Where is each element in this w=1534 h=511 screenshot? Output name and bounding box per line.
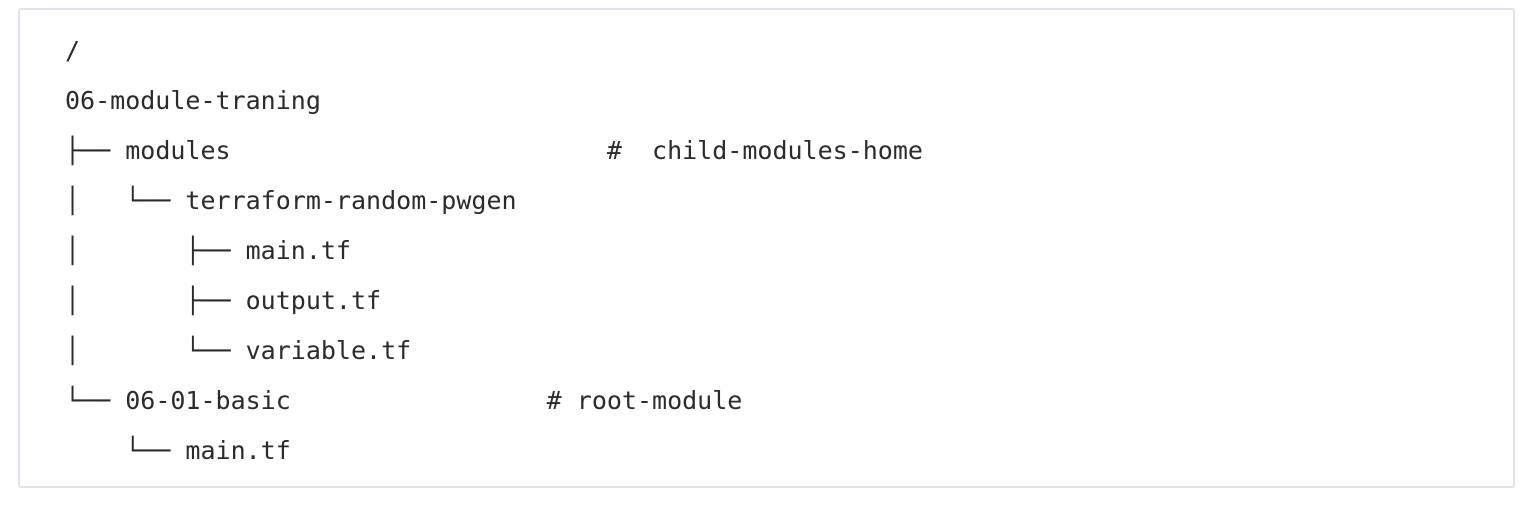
- directory-tree-panel: / 06-module-traning ├── modules # child-mo…: [18, 8, 1515, 488]
- tree-node-label: 06-01-basic: [125, 386, 291, 415]
- tree-branch-glyph-icon: └──: [65, 386, 126, 415]
- tree-node-label: main.tf: [245, 236, 351, 265]
- tree-row: │ ├── output.tf: [65, 276, 1513, 326]
- tree-branch-glyph-icon: ├──: [65, 136, 126, 165]
- tree-node-label: variable.tf: [245, 336, 412, 365]
- tree-branch-glyph-icon: │ ├──: [65, 286, 246, 315]
- tree-row-comment: # root-module: [546, 386, 743, 415]
- tree-node-label: main.tf: [185, 436, 291, 465]
- tree-row: │ └── terraform-random-pwgen: [65, 176, 1513, 226]
- tree-branch-glyph-icon: │ └──: [65, 186, 186, 215]
- tree-branch-glyph-icon: │ ├──: [65, 236, 246, 265]
- tree-row: 06-module-traning: [65, 76, 1513, 126]
- tree-node-label: /: [65, 36, 81, 65]
- tree-row: │ ├── main.tf: [65, 226, 1513, 276]
- tree-row-spacer: [291, 386, 547, 415]
- tree-row: └── 06-01-basic # root-module: [65, 376, 1513, 426]
- tree-branch-glyph-icon: │ └──: [65, 336, 246, 365]
- tree-row-comment: # child-modules-home: [606, 136, 923, 165]
- tree-node-label: terraform-random-pwgen: [185, 186, 517, 215]
- tree-row: /: [65, 26, 1513, 76]
- tree-row: │ └── variable.tf: [65, 326, 1513, 376]
- tree-row: ├── modules # child-modules-home: [65, 126, 1513, 176]
- directory-tree-listing: / 06-module-traning ├── modules # child-mo…: [65, 26, 1513, 476]
- tree-node-label: 06-module-traning: [65, 86, 321, 115]
- tree-node-label: output.tf: [245, 286, 382, 315]
- tree-node-label: modules: [125, 136, 231, 165]
- tree-row-spacer: [231, 136, 607, 165]
- tree-row: └── main.tf: [65, 426, 1513, 476]
- tree-branch-glyph-icon: └──: [65, 436, 186, 465]
